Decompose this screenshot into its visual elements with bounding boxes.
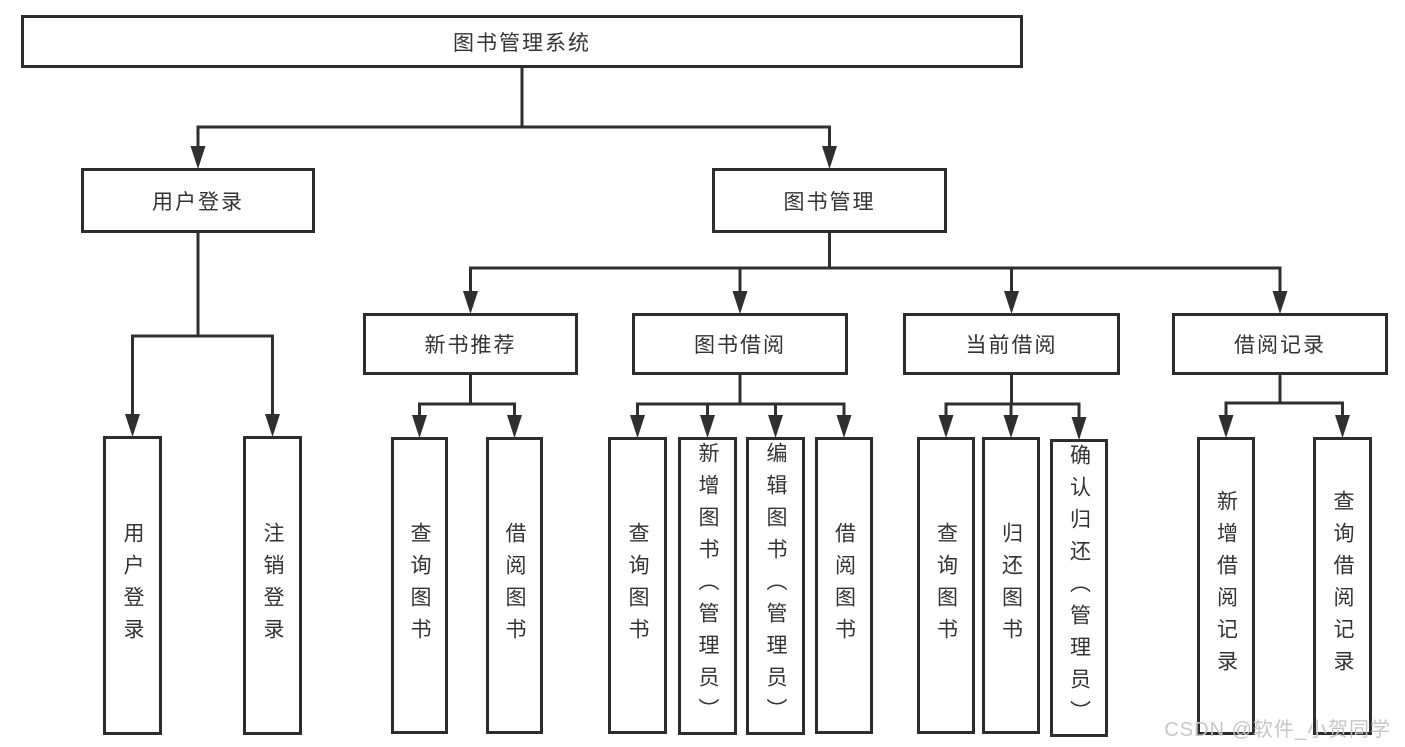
arrowhead-down-icon <box>732 291 748 314</box>
node-v-logout: 注销登录 <box>243 436 302 735</box>
node-label-newbook: 新书推荐 <box>424 334 517 357</box>
node-v-query-record: 查询借阅记录 <box>1313 437 1372 735</box>
arrowhead-down-icon <box>768 415 783 438</box>
arrowhead-down-icon <box>265 414 280 437</box>
node-v-add-book: 新增图书（管理员） <box>678 437 737 735</box>
node-label-v-logout: 注销登录 <box>261 521 284 650</box>
node-newbook: 新书推荐 <box>363 313 578 375</box>
arrowhead-down-icon <box>836 415 852 438</box>
node-label-v-query-borrow: 查询图书 <box>626 521 649 650</box>
arrowhead-down-icon <box>125 414 140 437</box>
node-borrow: 图书借阅 <box>632 313 848 375</box>
node-v-return: 归还图书 <box>982 437 1040 734</box>
node-current: 当前借阅 <box>903 313 1120 375</box>
arrowhead-down-icon <box>1071 417 1087 440</box>
node-label-v-borrow-new: 借阅图书 <box>503 521 526 650</box>
node-v-edit-book: 编辑图书（管理员） <box>746 437 805 735</box>
node-label-borrow: 图书借阅 <box>694 334 786 357</box>
node-v-user-login: 用户登录 <box>103 436 162 735</box>
node-label-v-edit-book: 编辑图书（管理员） <box>764 442 787 730</box>
arrowhead-down-icon <box>463 291 478 314</box>
node-v-query-borrow: 查询图书 <box>608 437 667 734</box>
node-v-confirm-return: 确认归还（管理员） <box>1050 439 1108 737</box>
node-login: 用户登录 <box>81 168 315 233</box>
node-label-v-query-current: 查询图书 <box>934 521 958 650</box>
node-label-v-confirm-return: 确认归还（管理员） <box>1067 444 1091 732</box>
node-label-v-user-login: 用户登录 <box>121 521 144 650</box>
arrowhead-down-icon <box>1218 415 1234 438</box>
node-label-root: 图书管理系统 <box>453 31 591 55</box>
arrowhead-down-icon <box>190 146 206 169</box>
node-v-query-new: 查询图书 <box>391 437 448 734</box>
watermark: CSDN @软件_小贺同学 <box>1164 719 1391 741</box>
node-v-add-record: 新增借阅记录 <box>1197 437 1255 735</box>
node-label-records: 借阅记录 <box>1234 334 1326 357</box>
node-label-v-query-record: 查询借阅记录 <box>1331 490 1354 682</box>
node-v-query-current: 查询图书 <box>917 437 975 734</box>
node-label-v-return: 归还图书 <box>999 521 1023 650</box>
node-v-borrow-new: 借阅图书 <box>486 437 543 734</box>
arrowhead-down-icon <box>1272 291 1288 314</box>
arrowhead-down-icon <box>1004 291 1019 314</box>
arrowhead-down-icon <box>1003 415 1019 438</box>
arrowhead-down-icon <box>700 415 715 438</box>
node-label-login: 用户登录 <box>152 190 244 214</box>
node-label-v-add-record: 新增借阅记录 <box>1214 490 1238 682</box>
node-v-borrow-book: 借阅图书 <box>815 437 873 734</box>
node-root: 图书管理系统 <box>21 15 1023 68</box>
node-label-v-borrow-book: 借阅图书 <box>832 521 856 650</box>
node-label-current: 当前借阅 <box>965 334 1058 357</box>
arrowhead-down-icon <box>822 146 837 169</box>
arrowhead-down-icon <box>1335 415 1350 438</box>
node-label-v-query-new: 查询图书 <box>408 521 431 650</box>
arrowhead-down-icon <box>412 415 427 438</box>
node-label-v-add-book: 新增图书（管理员） <box>696 442 719 730</box>
node-mgmt: 图书管理 <box>712 168 947 233</box>
arrowhead-down-icon <box>938 415 954 438</box>
arrowhead-down-icon <box>507 415 522 438</box>
arrowhead-down-icon <box>630 415 645 438</box>
node-label-mgmt: 图书管理 <box>783 190 876 214</box>
node-records: 借阅记录 <box>1172 313 1388 375</box>
